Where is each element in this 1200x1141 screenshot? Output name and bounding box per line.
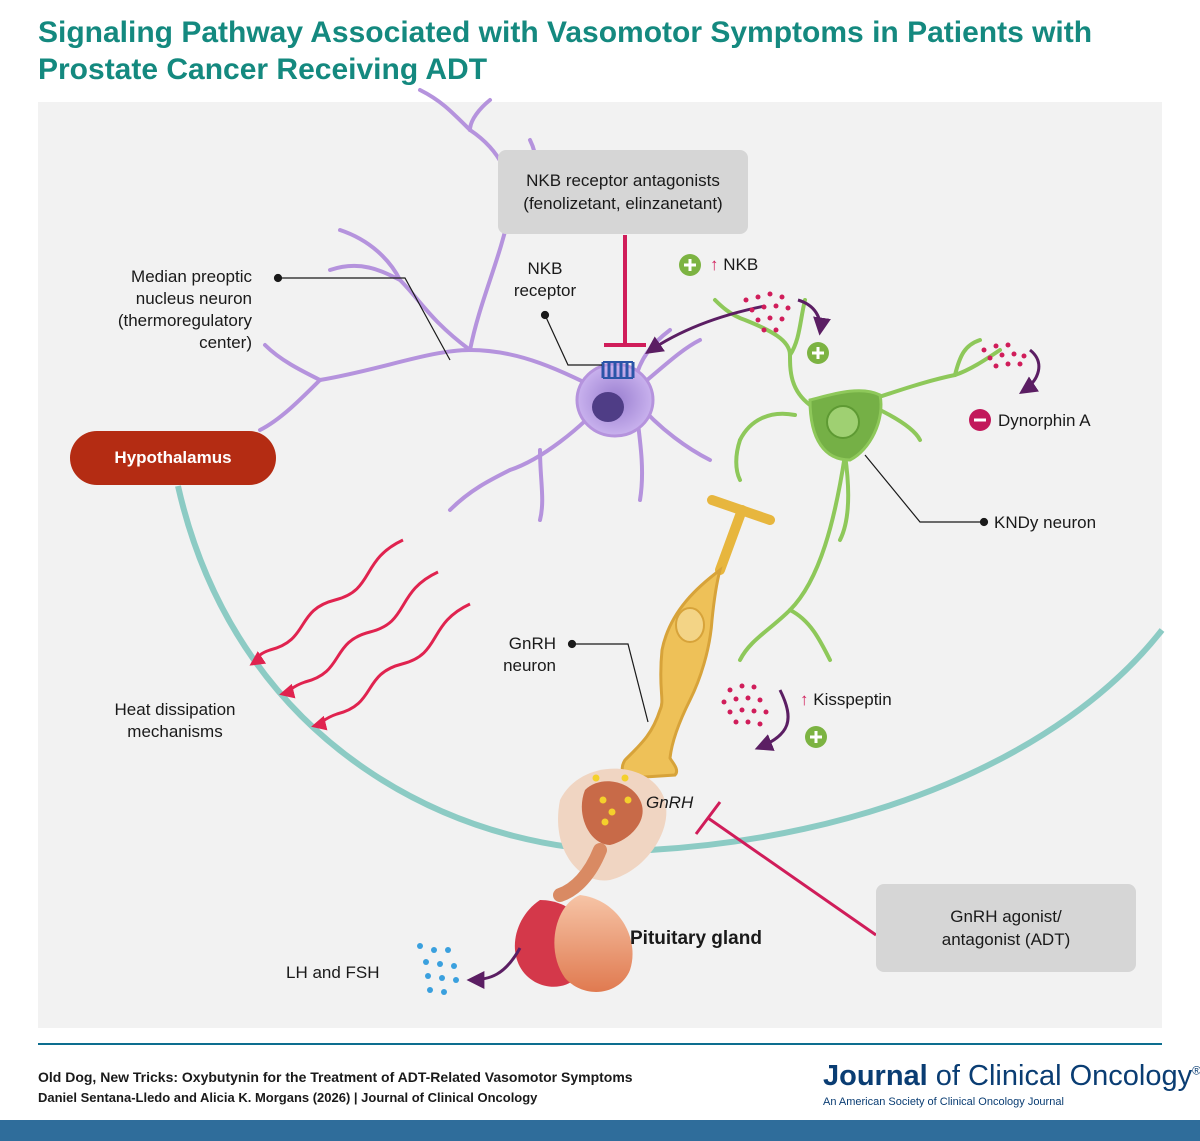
gnrh-neuron: [620, 495, 775, 780]
up-arrow: ↑: [710, 255, 719, 274]
label-dynorphin: Dynorphin A: [998, 411, 1091, 430]
adt-inhibition: [694, 801, 877, 937]
dynorphin-dots: [981, 342, 1027, 369]
heat-waves: [249, 538, 471, 731]
label-kndy: KNDy neuron: [994, 513, 1097, 532]
pituitary-gland: [514, 768, 667, 992]
journal-logo-reg: ®: [1192, 1063, 1200, 1078]
gnrh-agonist-label: GnRH agonist/ antagonist (ADT): [941, 907, 1071, 949]
kisspeptin-dots: [721, 683, 769, 727]
kisspeptin-arrow: [754, 689, 790, 751]
label-lh-fsh: LH and FSH: [286, 963, 380, 982]
label-heat-dissipation: Heat dissipation mechanisms: [114, 700, 236, 741]
journal-logo-bold: Journal: [823, 1060, 928, 1092]
leader-nkb-receptor: [544, 314, 602, 366]
nkb-antagonist-inhibition: [604, 235, 646, 347]
label-kisspeptin: ↑ Kisspeptin: [800, 689, 892, 711]
leader-median-preoptic: [278, 277, 451, 361]
purple-nucleus: [592, 392, 624, 422]
leader-kndy: [864, 454, 984, 523]
footer-divider: [38, 1043, 1162, 1045]
nkb-to-receptor-arrow: [645, 304, 766, 355]
nkb-antagonists-box: NKB receptor antagonists (fenolizetant, …: [498, 150, 748, 234]
kisspeptin-text: Kisspeptin: [813, 690, 892, 709]
label-gnrh: GnRH: [646, 793, 694, 812]
lh-fsh-arrow: [466, 947, 522, 989]
label-gnrh-neuron: GnRH neuron: [503, 634, 556, 675]
article-title: Old Dog, New Tricks: Oxybutynin for the …: [38, 1069, 633, 1085]
nkb-antagonists-label: NKB receptor antagonists (fenolizetant, …: [523, 171, 723, 213]
label-median-preoptic: Median preoptic nucleus neuron (thermore…: [117, 267, 252, 352]
journal-logo: Journal of Clinical Oncology®: [823, 1060, 1200, 1093]
nkb-receptor-icon: [601, 361, 635, 379]
nkb-feedback-arrow: [797, 298, 831, 336]
journal-logo-rest: of Clinical Oncology: [927, 1060, 1193, 1092]
kndy-nucleus: [826, 405, 860, 439]
up-arrow: ↑: [800, 690, 809, 709]
nkb-text: NKB: [723, 255, 759, 274]
article-authors: Daniel Sentana-Lledo and Alicia K. Morga…: [38, 1090, 538, 1105]
bottom-bar: [0, 1120, 1200, 1141]
nkb-dots: [743, 291, 791, 333]
label-nkb-receptor: NKB receptor: [513, 259, 577, 300]
kndy-neuron: [713, 298, 1002, 662]
label-nkb-up: ↑ NKB: [710, 254, 758, 276]
leader-gnrh: [572, 643, 649, 723]
gnrh-agonist-box: GnRH agonist/ antagonist (ADT): [876, 884, 1136, 972]
hypothalamus-badge: Hypothalamus: [70, 431, 276, 485]
journal-subtitle: An American Society of Clinical Oncology…: [823, 1096, 1064, 1108]
dynorphin-arrow: [1019, 348, 1041, 394]
diagram-title: Signaling Pathway Associated with Vasomo…: [38, 16, 1093, 86]
median-preoptic-neuron: [258, 88, 712, 522]
lh-fsh-dots: [417, 943, 459, 995]
label-pituitary: Pituitary gland: [630, 928, 762, 949]
